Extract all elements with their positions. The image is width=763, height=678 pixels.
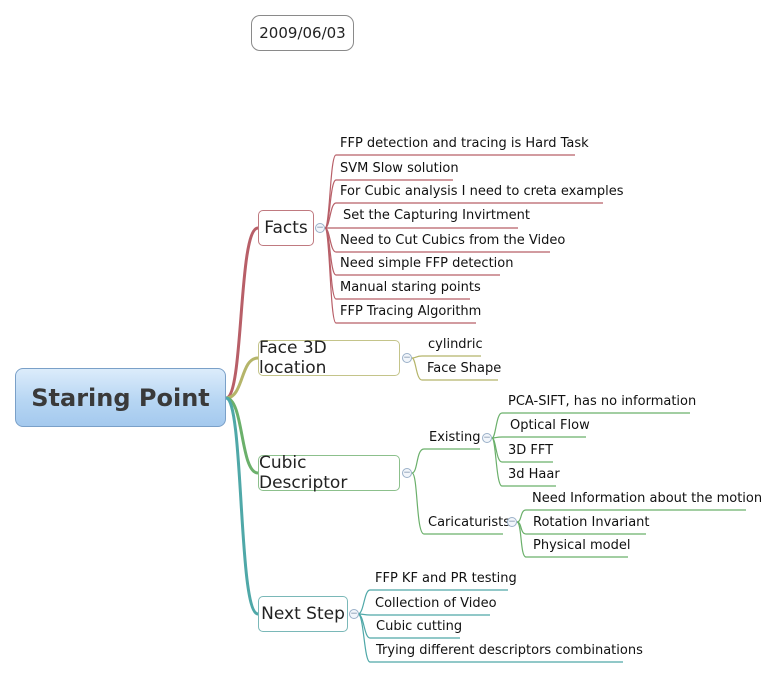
next-step-item[interactable]: Cubic cutting [376, 619, 463, 634]
existing-item[interactable]: PCA-SIFT, has no information [508, 394, 697, 409]
facts-item[interactable]: Need simple FFP detection [340, 256, 514, 271]
facts-item[interactable]: SVM Slow solution [340, 161, 459, 176]
facts-item[interactable]: Set the Capturing Invirtment [343, 208, 530, 223]
subtopic-caricaturists[interactable]: Caricaturists [428, 515, 511, 530]
face3d-item[interactable]: Face Shape [427, 361, 502, 376]
facts-item[interactable]: FFP detection and tracing is Hard Task [340, 136, 589, 151]
collapse-cubic-icon[interactable]: − [402, 468, 412, 478]
facts-item[interactable]: FFP Tracing Algorithm [340, 304, 482, 319]
caricaturists-item[interactable]: Physical model [533, 538, 631, 553]
existing-item[interactable]: Optical Flow [510, 418, 590, 433]
connector-facts [225, 226, 259, 400]
collapse-face3d-icon[interactable]: − [402, 353, 412, 363]
connector-next [224, 396, 259, 616]
next-step-item[interactable]: Collection of Video [375, 596, 497, 611]
caricaturists-item[interactable]: Rotation Invariant [533, 515, 650, 530]
connector-face3d [225, 356, 259, 400]
existing-item[interactable]: 3d Haar [508, 467, 560, 482]
facts-item[interactable]: For Cubic analysis I need to creta examp… [340, 184, 624, 199]
collapse-facts-icon[interactable]: − [315, 223, 325, 233]
facts-sub-connectors [324, 154, 603, 324]
subtopic-existing[interactable]: Existing [429, 430, 481, 445]
topic-face3d[interactable]: Face 3D location [258, 338, 400, 378]
central-topic[interactable]: Staring Point [15, 368, 226, 427]
face3d-item[interactable]: cylindric [428, 337, 483, 352]
topic-facts[interactable]: Facts [258, 210, 314, 246]
next-step-item[interactable]: Trying different descriptors combination… [376, 643, 643, 658]
collapse-caricaturists-icon[interactable]: − [507, 517, 517, 527]
topic-next-step[interactable]: Next Step [258, 596, 348, 632]
cubic-sub-connectors [411, 412, 746, 558]
facts-item[interactable]: Manual staring points [340, 280, 481, 295]
existing-item[interactable]: 3D FFT [508, 443, 554, 458]
next-sub-connectors [357, 589, 623, 663]
facts-item[interactable]: Need to Cut Cubics from the Video [340, 233, 566, 248]
caricaturists-item[interactable]: Need Information about the motion [532, 491, 763, 506]
connector-cubic [225, 396, 259, 475]
collapse-existing-icon[interactable]: − [482, 433, 492, 443]
next-step-item[interactable]: FFP KF and PR testing [375, 571, 517, 586]
collapse-next-icon[interactable]: − [349, 609, 359, 619]
face3d-sub-connectors [411, 355, 498, 381]
date-label: 2009/06/03 [251, 15, 354, 51]
topic-cubic[interactable]: Cubic Descriptor [258, 453, 400, 493]
